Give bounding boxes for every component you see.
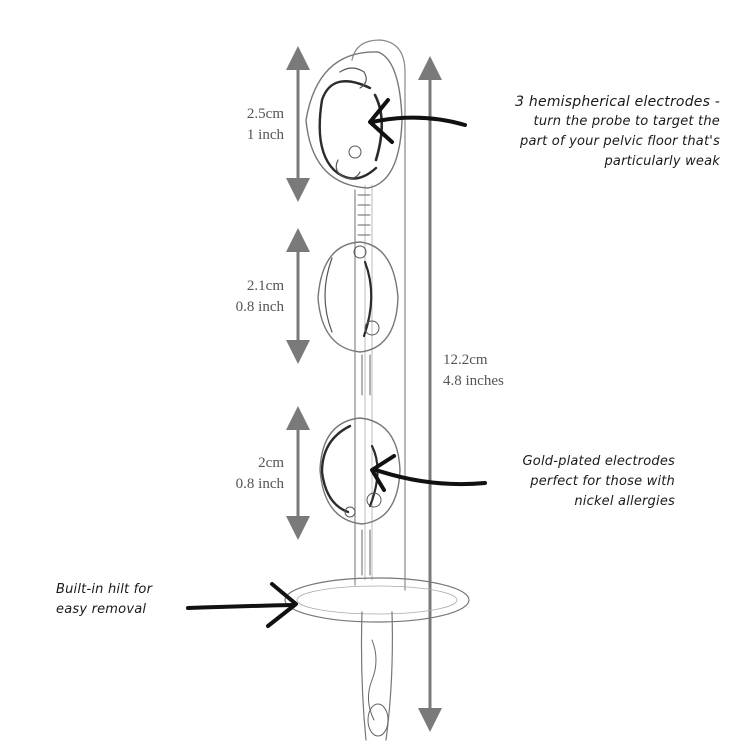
dim-top-imperial: 1 inch bbox=[246, 127, 284, 143]
hilt bbox=[284, 577, 470, 623]
note-hemispherical-line2: turn the probe to target the bbox=[533, 114, 720, 129]
dim-label-middle: 2.1cm 0.8 inch bbox=[212, 276, 284, 318]
note-hemispherical-line4: particularly weak bbox=[604, 154, 720, 169]
dim-middle-metric: 2.1cm bbox=[246, 278, 284, 294]
dim-total-imperial: 4.8 inches bbox=[443, 373, 504, 389]
dim-total-metric: 12.2cm bbox=[443, 352, 488, 368]
dim-middle-imperial: 0.8 inch bbox=[235, 299, 284, 315]
note-hemispherical-line1: 3 hemispherical electrodes - bbox=[515, 94, 720, 110]
electrode-bottom bbox=[319, 417, 401, 525]
note-gold-plated: Gold-plated electrodes perfect for those… bbox=[480, 452, 675, 512]
dim-bottom-metric: 2cm bbox=[258, 455, 284, 471]
probe-sketch bbox=[284, 39, 470, 741]
dim-label-total: 12.2cm 4.8 inches bbox=[443, 350, 543, 392]
electrode-top bbox=[305, 51, 403, 189]
note-hilt-line1: Built-in hilt for bbox=[56, 582, 153, 597]
note-gold-line3: nickel allergies bbox=[574, 494, 675, 509]
arrow-hilt bbox=[186, 582, 298, 628]
electrode-middle bbox=[317, 241, 399, 353]
arrow-gold-plated bbox=[370, 454, 487, 492]
dim-top-metric: 2.5cm bbox=[246, 106, 284, 122]
note-hilt: Built-in hilt for easy removal bbox=[56, 580, 216, 620]
note-hemispherical: 3 hemispherical electrodes - turn the pr… bbox=[455, 92, 720, 172]
dim-label-bottom: 2cm 0.8 inch bbox=[212, 453, 284, 495]
tail bbox=[360, 611, 393, 741]
note-hemispherical-line3: part of your pelvic floor that's bbox=[520, 134, 720, 149]
dim-label-top: 2.5cm 1 inch bbox=[222, 104, 284, 146]
note-hilt-line2: easy removal bbox=[56, 602, 147, 617]
dim-bottom-imperial: 0.8 inch bbox=[235, 476, 284, 492]
note-gold-line2: perfect for those with bbox=[530, 474, 675, 489]
annotation-arrows bbox=[186, 98, 487, 628]
arrow-hemispherical bbox=[368, 98, 467, 144]
dimension-arrows bbox=[286, 46, 442, 732]
note-gold-line1: Gold-plated electrodes bbox=[522, 454, 675, 469]
